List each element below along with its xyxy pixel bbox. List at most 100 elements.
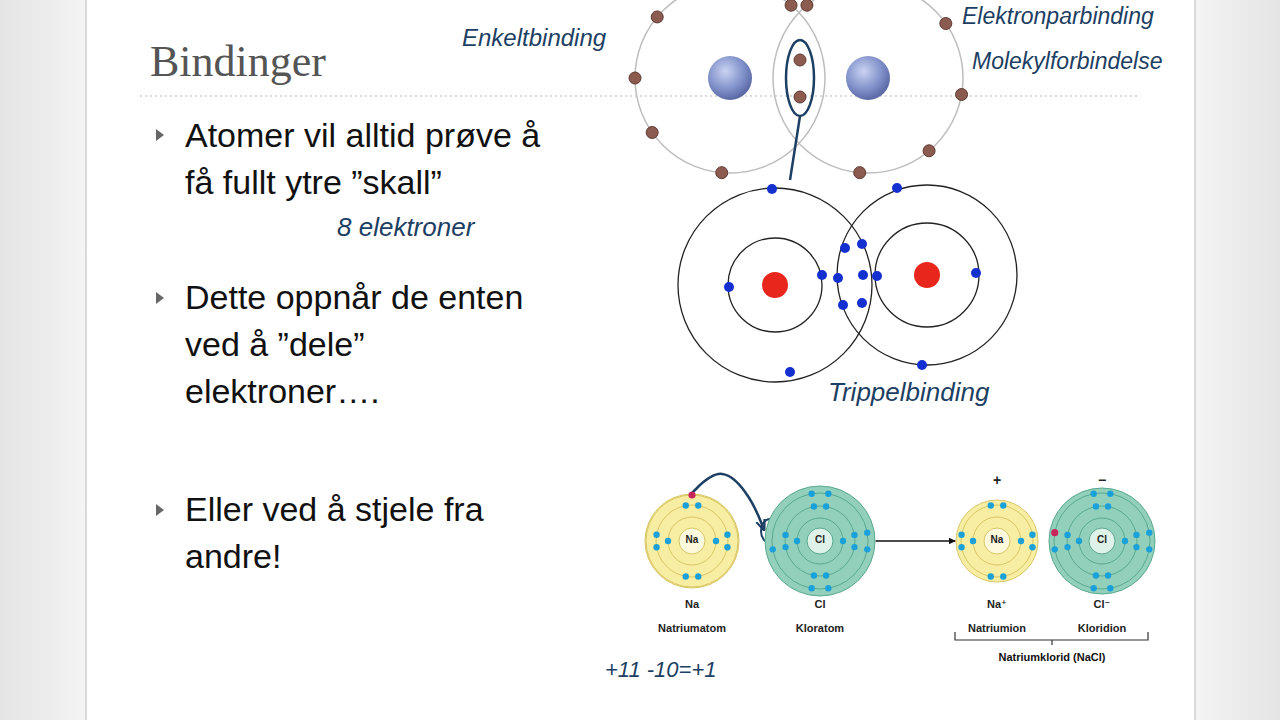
electron xyxy=(958,544,964,550)
hand-pointer xyxy=(790,116,800,180)
single-bond-model xyxy=(629,0,968,180)
electron xyxy=(1000,502,1006,508)
electron xyxy=(1064,544,1070,550)
electron xyxy=(683,502,689,508)
electron xyxy=(808,585,814,591)
atom-disc xyxy=(765,486,875,596)
triple-bond-model xyxy=(837,185,1017,365)
electron xyxy=(653,544,659,550)
compound-label: Natriumklorid (NaCl) xyxy=(999,651,1106,663)
electron xyxy=(629,0,968,179)
atom-model: +NaNa⁺Natriumion xyxy=(955,499,1039,583)
electron-shell xyxy=(1079,518,1125,564)
electron xyxy=(857,239,867,249)
electron xyxy=(1064,532,1070,538)
electron xyxy=(1107,585,1113,591)
triple-bond-model xyxy=(875,223,979,327)
electron xyxy=(724,532,730,538)
handwritten-note: 8 elektroner xyxy=(337,212,474,243)
electron xyxy=(665,538,671,544)
electron xyxy=(833,273,843,283)
electron xyxy=(1133,544,1139,550)
triple-bond-model xyxy=(678,183,1017,382)
electron xyxy=(716,167,728,179)
triple-bond-model xyxy=(914,262,940,288)
electron xyxy=(808,491,814,497)
electron xyxy=(695,573,701,579)
triple-bond-model xyxy=(728,238,822,332)
electron xyxy=(724,544,730,550)
electron xyxy=(823,503,829,509)
slide-border xyxy=(1194,0,1196,720)
single-bond-model xyxy=(708,56,752,100)
electron xyxy=(1122,538,1128,544)
bullet-text: Atomer vil alltid prøve å få fullt ytre … xyxy=(185,112,550,206)
electron xyxy=(988,573,994,579)
atom-model: ClClKloratom xyxy=(764,485,876,597)
charge-sign: + xyxy=(993,472,1001,488)
electron xyxy=(864,546,870,552)
electron xyxy=(857,298,867,308)
atom-disc xyxy=(956,500,1038,582)
nucleus xyxy=(1089,528,1115,554)
symbol-heading: Na⁺ xyxy=(987,598,1007,611)
electron-shell xyxy=(646,495,738,587)
electron xyxy=(872,271,882,281)
electron xyxy=(917,360,927,370)
atom-name: Natriumatom xyxy=(658,622,726,634)
electron xyxy=(854,167,866,179)
electron-shell xyxy=(973,517,1021,565)
element-symbol: Na xyxy=(686,534,699,545)
electron xyxy=(892,183,902,193)
electron xyxy=(1105,572,1111,578)
electron xyxy=(851,532,857,538)
slide-title: Bindinger xyxy=(150,36,326,87)
electron xyxy=(801,0,813,11)
electron xyxy=(724,183,981,377)
symbol-heading: Cl xyxy=(815,598,826,610)
nucleus xyxy=(984,528,1010,554)
electron xyxy=(794,54,806,66)
electron xyxy=(629,72,641,84)
electron-shell xyxy=(656,505,728,577)
electron xyxy=(713,538,719,544)
electron xyxy=(817,270,827,280)
electron xyxy=(840,538,846,544)
bullet-markers xyxy=(156,292,164,304)
electron xyxy=(958,532,964,538)
electron-shell xyxy=(1054,493,1150,589)
electron xyxy=(1090,491,1096,497)
triple-bond-model xyxy=(678,188,872,382)
electron xyxy=(838,300,848,310)
title-rule xyxy=(140,96,1140,97)
electron xyxy=(840,243,850,253)
symbol-heading: Na xyxy=(685,598,699,610)
electron xyxy=(785,367,795,377)
handwritten-note: Elektronparbinding xyxy=(962,3,1154,30)
single-bond-model xyxy=(773,0,963,173)
electron xyxy=(971,268,981,278)
single-bond-model xyxy=(635,0,825,173)
atom-name: Kloridion xyxy=(1078,622,1126,634)
electron xyxy=(1029,544,1035,550)
atom-model: NaNaNatriumatom xyxy=(644,493,740,589)
electron-shell xyxy=(797,518,843,564)
electron-shell xyxy=(772,493,868,589)
bullet-markers xyxy=(156,129,164,141)
electron xyxy=(1146,546,1152,552)
electron xyxy=(770,546,776,552)
slide-border xyxy=(1195,0,1280,720)
reaction-arrow xyxy=(876,540,955,541)
bullet-markers xyxy=(156,129,164,516)
bullet-text: Eller ved å stjele fra andre! xyxy=(185,486,550,580)
electron xyxy=(651,11,663,23)
electron xyxy=(1093,503,1099,509)
handwritten-note: +11 -10=+1 xyxy=(605,657,717,683)
electron xyxy=(940,18,952,30)
electron xyxy=(823,572,829,578)
electron-shell xyxy=(961,505,1033,577)
hand-circle xyxy=(786,40,814,116)
bullet-markers xyxy=(156,504,164,516)
electron xyxy=(970,538,976,544)
